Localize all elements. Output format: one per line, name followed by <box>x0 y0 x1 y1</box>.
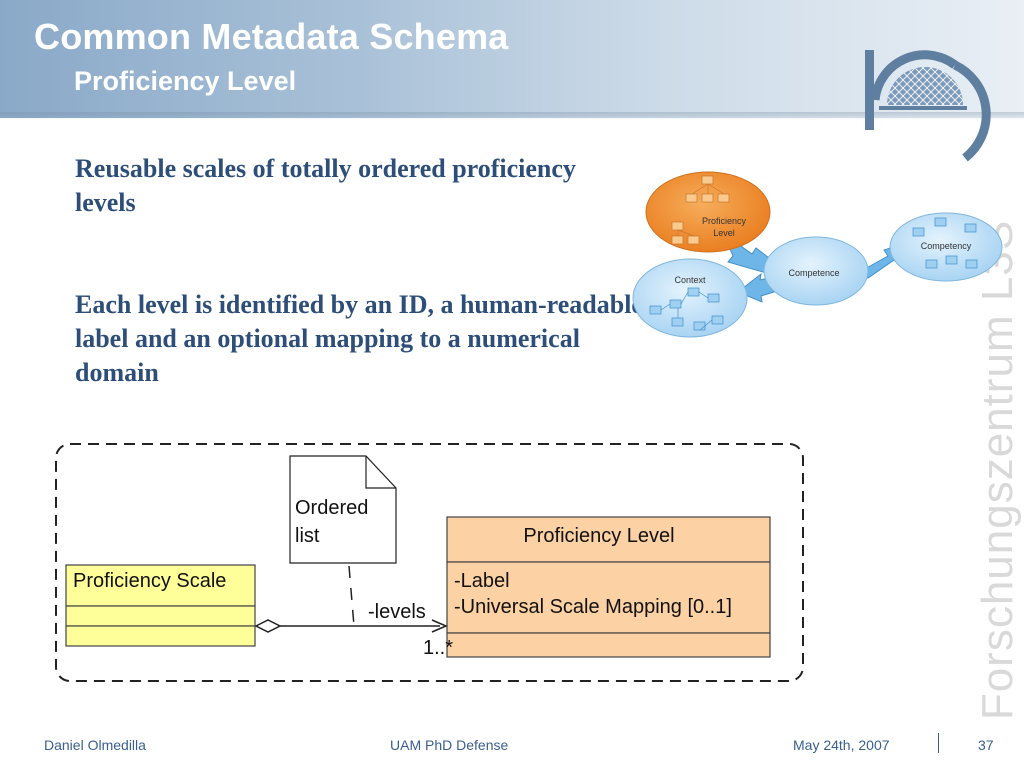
proficiency-cloud-label-line2: Level <box>713 228 735 238</box>
header-shadow <box>0 112 1024 120</box>
footer-page-number: 37 <box>978 737 994 753</box>
context-cloud-label: Context <box>674 275 706 285</box>
uml-aggregation-association: -levels 1..* <box>254 601 453 659</box>
uml-class-proficiency-scale: Proficiency Scale <box>65 564 256 647</box>
competence-cloud-label: Competence <box>788 268 839 278</box>
uml-multiplicity: 1..* <box>423 637 453 659</box>
uml-class-scale-name: Proficiency Scale <box>73 570 226 592</box>
footer-event: UAM PhD Defense <box>390 737 509 753</box>
l3s-logo-icon <box>865 50 991 162</box>
uml-class-level-name: Proficiency Level <box>523 525 674 547</box>
uml-package-frame <box>55 443 804 682</box>
proficiency-level-cloud: Proficiency Level <box>645 171 771 253</box>
uml-role-name: -levels <box>368 601 426 623</box>
slide-title: Common Metadata Schema <box>34 16 509 57</box>
footer-author: Daniel Olmedilla <box>44 737 146 753</box>
competency-cloud: Competency <box>889 212 1003 282</box>
uml-note: Ordered list <box>289 455 397 564</box>
uml-class-proficiency-level: Proficiency Level -Label -Universal Scal… <box>446 516 771 658</box>
aggregation-diamond-icon <box>254 619 282 633</box>
footer-date: May 24th, 2007 <box>793 737 890 753</box>
slide-subtitle: Proficiency Level <box>74 66 297 96</box>
uml-note-line2: list <box>295 525 320 547</box>
proficiency-cloud-label-line1: Proficiency <box>702 216 747 226</box>
footer-divider <box>938 733 939 753</box>
context-cloud: Context <box>632 258 748 338</box>
uml-note-anchor <box>348 565 355 627</box>
competency-cloud-label: Competency <box>921 241 972 251</box>
paragraph-reusable-scales: Reusable scales of totally ordered profi… <box>75 154 576 217</box>
competence-cloud: Competence <box>763 236 869 306</box>
paragraph-level-identification: Each level is identified by an ID, a hum… <box>75 290 643 387</box>
uml-note-line1: Ordered <box>295 497 368 519</box>
association-arrowhead-icon <box>431 619 448 633</box>
header-banner <box>0 0 1024 118</box>
competency-cloud-diagram: Proficiency Level Competency Competence … <box>632 171 1003 338</box>
uml-attr-label: -Label <box>454 570 510 592</box>
uml-attr-mapping: -Universal Scale Mapping [0..1] <box>454 596 732 618</box>
